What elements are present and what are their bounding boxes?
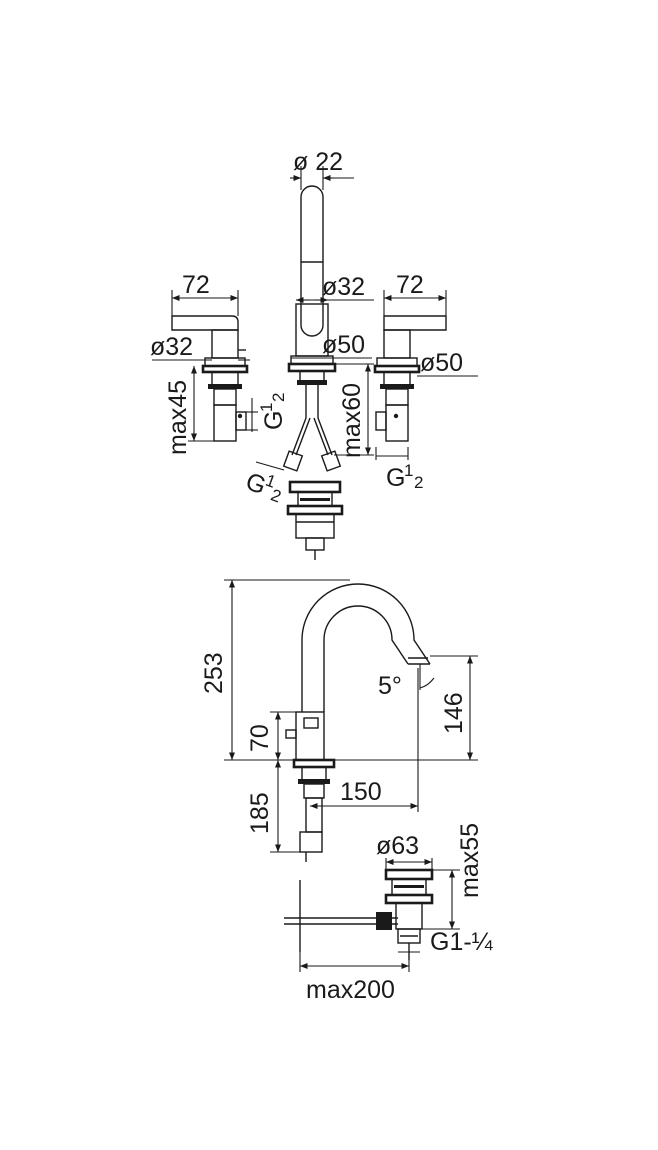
spout-flange-diameter-label: ø50 [322, 331, 365, 359]
spout-diameter-label: ø 22 [293, 148, 343, 176]
hose-thread-label: G 1 2 [242, 467, 284, 506]
spout-max-depth-label: max60 [338, 383, 366, 458]
spout-assembly [282, 185, 344, 560]
waste-diameter-label: ø63 [376, 832, 419, 860]
svg-text:G: G [260, 411, 288, 430]
total-height-label: 253 [200, 652, 228, 694]
svg-text:2: 2 [414, 473, 423, 492]
spout-angle-label: 5° [378, 672, 402, 700]
side-view-dimensions [224, 579, 478, 972]
right-handle [373, 315, 447, 442]
left-max-depth-label: max45 [164, 380, 192, 455]
svg-text:1: 1 [404, 461, 413, 480]
svg-text:G: G [386, 464, 405, 492]
spout-reach-label: 150 [340, 778, 382, 806]
right-flange-diameter-label: ø50 [420, 349, 463, 377]
spout-outlet-height-label: 146 [440, 692, 468, 734]
left-body-diameter-label: ø32 [150, 333, 193, 361]
svg-text:2: 2 [269, 393, 288, 402]
left-handle-width-label: 72 [182, 271, 210, 299]
side-spout [284, 583, 431, 952]
spout-base-diameter-label: ø32 [322, 273, 365, 301]
handle-height-label: 70 [246, 724, 274, 752]
shank-length-label: 185 [246, 792, 274, 834]
top-view-dimensions [152, 166, 478, 471]
left-handle [171, 315, 249, 442]
left-thread-label: G 1 2 [257, 393, 288, 430]
side-waste [384, 868, 434, 960]
right-handle-width-label: 72 [396, 271, 424, 299]
svg-text:1: 1 [257, 403, 276, 412]
right-thread-label: G 1 2 [386, 461, 423, 492]
waste-thread-label: G1-¼ [430, 928, 494, 956]
pull-rod-length-label: max200 [306, 976, 395, 1004]
side-view: 253 70 146 5° 150 185 ø63 max55 G1-¼ max… [200, 579, 494, 1004]
waste-max-height-label: max55 [456, 823, 484, 898]
top-view: ø 22 ø32 ø50 72 72 ø32 ø50 max45 max60 G… [150, 148, 478, 560]
